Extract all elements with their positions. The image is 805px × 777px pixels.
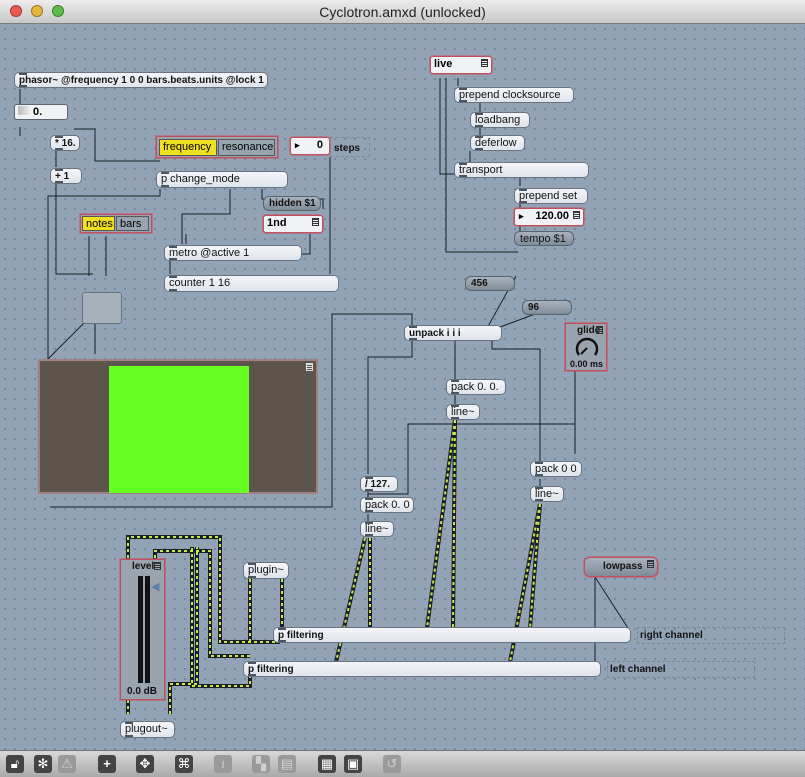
level-slider-triangle-icon[interactable]: ◀: [151, 581, 160, 593]
tab-bars[interactable]: bars: [116, 216, 149, 231]
menu-icon: [647, 560, 654, 568]
meter-bar-left: [138, 576, 143, 683]
menu-icon: [312, 218, 319, 226]
xy-pad-fill: [109, 366, 249, 493]
phasor-object[interactable]: phasor~ @frequency 1 0 0 bars.beats.unit…: [14, 72, 268, 88]
snap-icon[interactable]: ▣: [344, 755, 362, 773]
counter-object[interactable]: counter 1 16: [164, 275, 339, 292]
glide-value: 0.00 ms: [570, 359, 604, 369]
warning-icon[interactable]: ⚠︎: [58, 755, 76, 773]
triangle-icon: ▸: [295, 140, 300, 150]
steps-division-menu[interactable]: 1nd: [263, 215, 323, 233]
deferlow-object[interactable]: deferlow: [470, 135, 525, 151]
plus-1-object[interactable]: + 1: [50, 168, 82, 184]
metro-object[interactable]: metro @active 1: [164, 245, 302, 261]
steps-number-box[interactable]: ▸ 0: [290, 137, 330, 155]
patcher-canvas[interactable]: phasor~ @frequency 1 0 0 bars.beats.unit…: [0, 24, 805, 750]
menu-icon: [481, 59, 488, 67]
patcher-toolbar: 🔓︎ ✻ ⚠︎ + ✥ ⌘ i ▚ ▤ ▦ ▣ ↺: [0, 750, 805, 777]
steps-comment-box: [330, 137, 370, 157]
undo-icon[interactable]: ↺: [383, 755, 401, 773]
tempo-number-box[interactable]: ▸ 120.00: [514, 208, 584, 226]
glide-dial[interactable]: glide 0.00 ms: [565, 323, 607, 371]
steps-label: steps: [334, 143, 361, 154]
tab-frequency[interactable]: frequency: [159, 139, 217, 156]
tab-notes[interactable]: notes: [82, 216, 115, 231]
p-filtering-left-object[interactable]: p filtering: [243, 661, 601, 677]
freeze-icon[interactable]: ✻: [34, 755, 52, 773]
view-tab[interactable]: notes bars: [80, 214, 152, 233]
left-channel-label: left channel: [610, 664, 666, 675]
plugout-object[interactable]: plugout~: [120, 721, 175, 738]
triangle-icon: ▸: [519, 211, 524, 221]
title-bar: Cyclotron.amxd (unlocked): [0, 0, 805, 24]
menu-icon: [596, 326, 603, 334]
level-meter[interactable]: level ◀ 0.0 dB: [120, 559, 165, 700]
presentation-icon[interactable]: ⌘: [175, 755, 193, 773]
move-icon[interactable]: ✥: [136, 755, 154, 773]
tab-resonance[interactable]: resonance: [218, 139, 275, 156]
line-c-object[interactable]: line~: [360, 521, 394, 537]
line-b-object[interactable]: line~: [530, 486, 564, 502]
close-window-button[interactable]: [10, 5, 22, 17]
menu-icon: [306, 363, 313, 371]
dial-knob-icon: [575, 337, 599, 356]
pack-c-object[interactable]: pack 0. 0: [360, 497, 414, 513]
pack-a-object[interactable]: pack 0. 0.: [446, 379, 506, 395]
mode-tab[interactable]: frequency resonance: [156, 136, 278, 158]
inspector-icon[interactable]: i: [214, 755, 232, 773]
gate-ui-object[interactable]: [82, 292, 122, 324]
prepend-clocksource-object[interactable]: prepend clocksource: [454, 87, 574, 103]
signal-meter-icon: [18, 106, 30, 115]
lowpass-menu[interactable]: lowpass: [584, 557, 658, 577]
plugin-object[interactable]: plugin~: [243, 562, 289, 579]
zoom-window-button[interactable]: [52, 5, 64, 17]
p-change-mode-object[interactable]: p change_mode: [156, 171, 288, 188]
pack-b-object[interactable]: pack 0 0: [530, 461, 582, 477]
right-channel-comment-box: [637, 627, 785, 644]
message-456[interactable]: 456: [465, 276, 515, 291]
hidden-message[interactable]: hidden $1: [263, 196, 321, 211]
phasor-number-box[interactable]: 0.: [14, 104, 68, 120]
minimize-window-button[interactable]: [31, 5, 43, 17]
patch-cords: [19, 78, 629, 714]
left-channel-comment-box: [607, 661, 755, 678]
level-label: level: [132, 561, 155, 572]
p-filtering-right-object[interactable]: p filtering: [273, 627, 631, 643]
loadbang-object[interactable]: loadbang: [470, 112, 530, 128]
menu-icon: [154, 562, 161, 570]
prepend-set-object[interactable]: prepend set: [514, 188, 588, 204]
message-96[interactable]: 96: [522, 300, 572, 315]
glide-label: glide: [577, 325, 601, 336]
tempo-message[interactable]: tempo $1: [514, 231, 574, 246]
meter-bar-right: [145, 576, 150, 683]
divide-127-object[interactable]: / 127.: [360, 476, 398, 492]
live-menu[interactable]: live: [430, 56, 492, 74]
new-object-icon[interactable]: +: [98, 755, 116, 773]
patcher-lock-icon[interactable]: 🔓︎: [6, 755, 24, 773]
layer-icon[interactable]: ▤: [278, 755, 296, 773]
level-value: 0.0 dB: [127, 686, 158, 697]
transport-object[interactable]: transport: [454, 162, 589, 178]
menu-icon: [573, 211, 580, 219]
grid-icon[interactable]: ▦: [318, 755, 336, 773]
line-a-object[interactable]: line~: [446, 404, 480, 420]
align-icon[interactable]: ▚: [252, 755, 270, 773]
window-title: Cyclotron.amxd (unlocked): [319, 4, 486, 20]
multiply-16-object[interactable]: * 16.: [50, 135, 80, 151]
right-channel-label: right channel: [640, 630, 703, 641]
unpack-object[interactable]: unpack i i i: [404, 325, 502, 341]
xy-pad[interactable]: [38, 359, 318, 494]
